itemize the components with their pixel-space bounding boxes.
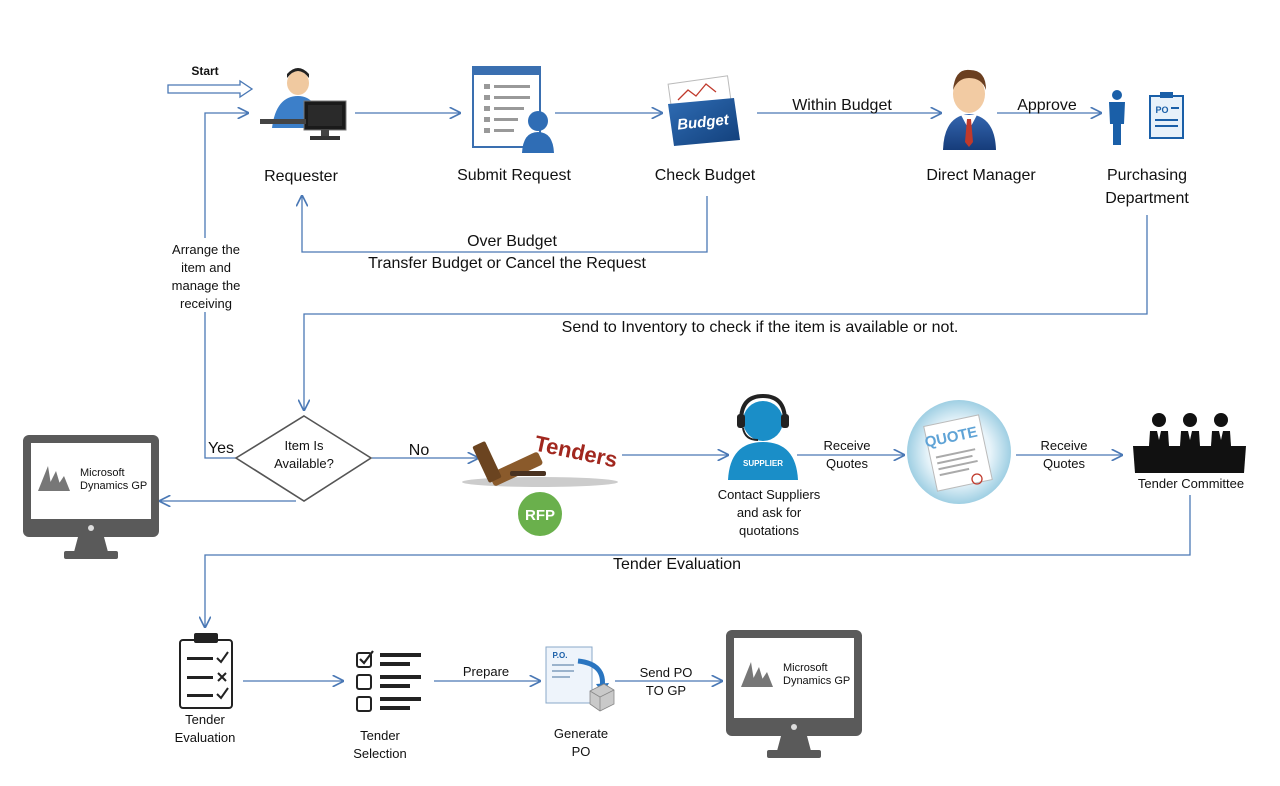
send-inventory-label: Send to Inventory to check if the item i…	[562, 319, 959, 336]
form-document-icon	[472, 66, 554, 153]
submit-request-label: Submit Request	[457, 167, 571, 184]
tenders-text: Tenders	[532, 431, 619, 473]
svg-text:receiving: receiving	[180, 296, 232, 311]
check-budget-label: Check Budget	[655, 167, 756, 184]
decision-line1: Item Is	[284, 438, 324, 453]
svg-text:Arrange the: Arrange the	[172, 242, 240, 257]
no-label: No	[409, 442, 430, 459]
manager-icon	[943, 69, 996, 150]
tender-committee-icon	[1133, 413, 1246, 473]
po-clip-text: PO	[1155, 105, 1168, 115]
clipboard-checklist-icon	[179, 633, 233, 709]
contact-suppliers-line3: quotations	[739, 523, 799, 538]
generate-po-line2: PO	[572, 744, 591, 759]
po-doc-text: P.O.	[553, 651, 568, 660]
budget-text: Budget	[676, 111, 730, 133]
generate-po-line1: Generate	[554, 726, 608, 741]
decision-line2: Available?	[274, 456, 334, 471]
arrange-receiving-label: Arrange the item and manage the receivin…	[166, 238, 246, 312]
tender-selection-line2: Selection	[353, 746, 406, 761]
send-po-line2: TO GP	[646, 683, 686, 698]
tender-evaluation-line2: Evaluation	[175, 730, 236, 745]
yes-label: Yes	[208, 440, 234, 457]
ms2-line2: Dynamics GP	[783, 675, 850, 687]
direct-manager-label: Direct Manager	[926, 167, 1036, 184]
connectors	[160, 113, 1191, 681]
ms-line2: Dynamics GP	[80, 480, 147, 492]
dynamics-gp-monitor-icon: Microsoft Dynamics GP	[23, 435, 159, 559]
contact-suppliers-line2: and ask for	[737, 505, 802, 520]
budget-icon: Budget	[667, 75, 740, 146]
item-available-decision	[234, 415, 373, 502]
purchasing-label-line2: Department	[1105, 190, 1189, 207]
purchasing-icon: PO	[1109, 90, 1184, 145]
svg-text:item and: item and	[181, 260, 231, 275]
rfp-text: RFP	[525, 507, 555, 524]
send-po-line1: Send PO	[640, 665, 693, 680]
ms-line1: Microsoft	[80, 467, 125, 479]
supplier-icon: SUPPLIER	[728, 393, 798, 480]
start-arrow	[167, 79, 254, 99]
svg-text:manage the: manage the	[172, 278, 241, 293]
start-label: Start	[191, 64, 218, 78]
checklist-icon	[356, 650, 421, 712]
dynamics-gp-monitor-icon-2: Microsoft Dynamics GP	[726, 630, 862, 758]
generate-po-icon: P.O.	[545, 646, 615, 712]
receive-quotes-2-line1: Receive	[1041, 438, 1088, 453]
receive-quotes-1-line1: Receive	[824, 438, 871, 453]
requester-icon	[260, 68, 347, 140]
prepare-label: Prepare	[463, 664, 509, 679]
tender-evaluation-edge-label: Tender Evaluation	[613, 556, 741, 573]
receive-quotes-1-line2: Quotes	[826, 456, 868, 471]
tender-evaluation-line1: Tender	[185, 712, 225, 727]
ms2-line1: Microsoft	[783, 662, 828, 674]
tender-committee-label: Tender Committee	[1138, 476, 1244, 491]
approve-label: Approve	[1017, 97, 1077, 114]
over-budget-label: Over Budget	[467, 233, 557, 250]
tenders-gavel-icon: Tenders RFP	[462, 431, 620, 536]
tender-selection-line1: Tender	[360, 728, 400, 743]
quote-icon: QUOTE	[907, 400, 1011, 504]
purchasing-label-line1: Purchasing	[1107, 167, 1187, 184]
within-budget-label: Within Budget	[792, 97, 892, 114]
receive-quotes-2-line2: Quotes	[1043, 456, 1085, 471]
contact-suppliers-line1: Contact Suppliers	[718, 487, 821, 502]
supplier-text: SUPPLIER	[743, 459, 783, 468]
transfer-budget-label: Transfer Budget or Cancel the Request	[368, 255, 646, 272]
requester-label: Requester	[264, 168, 338, 185]
